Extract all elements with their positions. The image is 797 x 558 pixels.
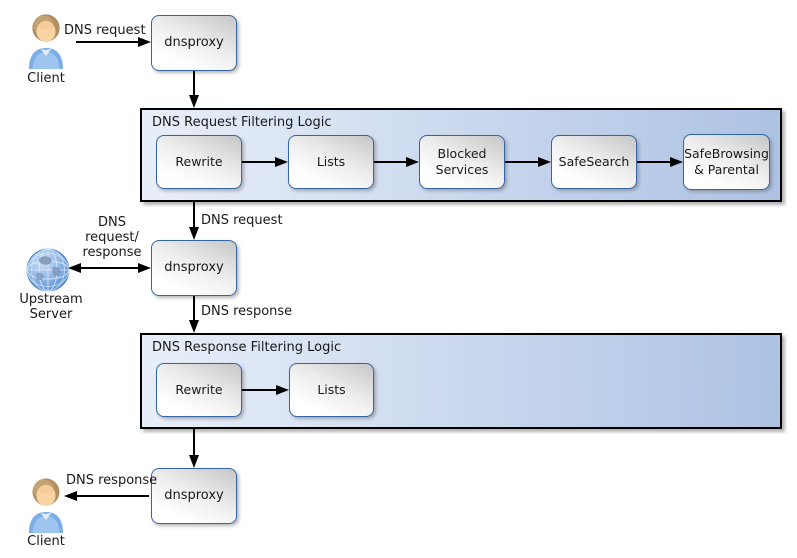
arrowhead-down-icon [189, 227, 199, 240]
arrowhead-down-icon [189, 320, 199, 333]
upstream-server-label: Upstream Server [19, 292, 83, 322]
node-dnsproxy-1: dnsproxy [151, 15, 237, 71]
arrow-line [193, 202, 195, 227]
arrowhead-left-icon [64, 491, 77, 501]
arrowhead-left-icon [68, 263, 81, 273]
node-dnsproxy-2: dnsproxy [151, 240, 237, 296]
arrowhead-right-icon [538, 157, 551, 167]
arrow-line [505, 161, 538, 163]
arrow-line [374, 161, 406, 163]
arrow-line [193, 429, 195, 455]
edge-label-upstream-exchange: DNS request/ response [77, 215, 147, 260]
arrow-line [193, 296, 195, 320]
arrowhead-right-icon [276, 385, 289, 395]
arrowhead-down-icon [189, 95, 199, 108]
arrowhead-right-icon [138, 37, 151, 47]
edge-label-dns-response-bottom: DNS response [66, 473, 158, 488]
stage-lists-response: Lists [289, 363, 374, 417]
arrow-line [193, 71, 195, 95]
stage-lists: Lists [288, 135, 374, 189]
edge-label-line: request/ [85, 230, 139, 245]
arrow-line [637, 161, 670, 163]
client-person-icon [26, 12, 66, 69]
arrowhead-down-icon [189, 455, 199, 468]
arrow-line [77, 495, 149, 497]
stage-safebrowsing-parental: SafeBrowsing & Parental [683, 134, 770, 190]
edge-label-line: response [82, 245, 142, 260]
edge-label-line: DNS [98, 215, 126, 230]
arrowhead-right-icon [406, 157, 419, 167]
stage-blocked-services: Blocked Services [419, 135, 505, 189]
arrowhead-right-icon [275, 157, 288, 167]
request-pipeline-container: DNS Request Filtering Logic Rewrite List… [140, 108, 782, 202]
edge-label-dns-request-mid: DNS request [201, 213, 283, 228]
client-person-icon [26, 476, 66, 533]
response-pipeline-title: DNS Response Filtering Logic [152, 340, 342, 355]
arrowhead-right-icon [670, 157, 683, 167]
stage-safesearch: SafeSearch [551, 135, 637, 189]
response-pipeline-container: DNS Response Filtering Logic Rewrite Lis… [140, 333, 782, 429]
arrow-line [81, 267, 138, 269]
edge-label-dns-request-top: DNS request [64, 23, 146, 38]
arrow-line [242, 161, 275, 163]
node-dnsproxy-3: dnsproxy [151, 468, 237, 524]
globe-icon [25, 247, 71, 293]
edge-label-dns-response-mid: DNS response [201, 304, 293, 319]
client-top-label: Client [27, 71, 65, 86]
arrow-line [242, 389, 276, 391]
client-bottom-label: Client [27, 534, 65, 549]
arrow-line [76, 41, 138, 43]
stage-rewrite: Rewrite [156, 135, 242, 189]
stage-rewrite-response: Rewrite [156, 363, 242, 417]
request-pipeline-title: DNS Request Filtering Logic [152, 115, 332, 130]
arrowhead-right-icon [138, 263, 151, 273]
